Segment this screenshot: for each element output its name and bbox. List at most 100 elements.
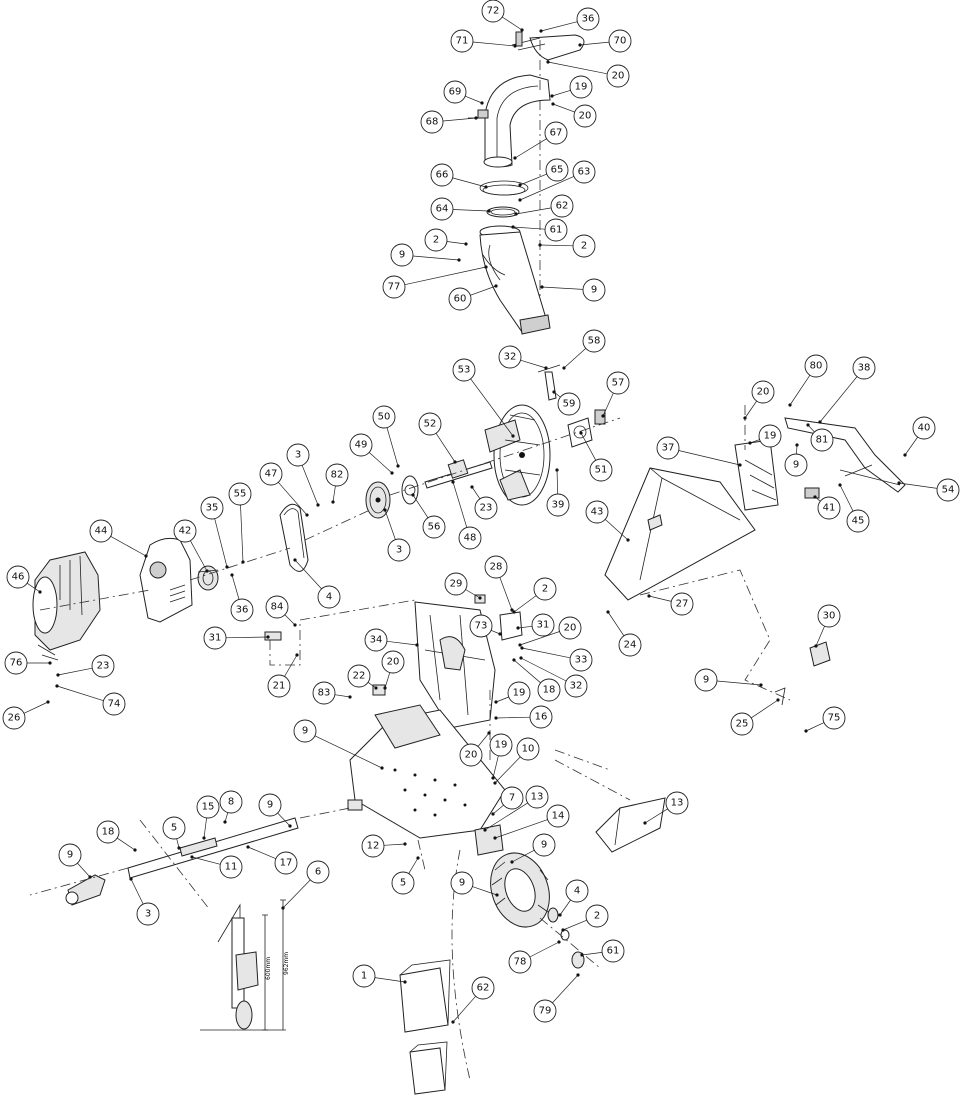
callout-leader-dot [518,183,522,187]
callout-leader-dot [555,468,559,472]
part-callout: 71 [450,29,517,53]
chute-elbow [468,74,551,168]
part-callout: 17 [246,845,298,875]
callout-circle [448,287,472,311]
bearing-right [567,409,606,448]
callout-number: 6 [315,867,321,878]
callout-circle [317,585,341,609]
callout-circle [361,834,385,858]
callout-number: 19 [513,688,526,699]
callout-leader [551,89,571,97]
part-callout: 14 [493,804,570,840]
callout-number: 37 [662,443,675,454]
callout-leader-dot [814,644,818,648]
callout-number: 80 [810,361,823,372]
callout-number: 70 [614,36,627,47]
callout-number: 26 [8,713,21,724]
callout-leader [512,226,546,230]
callout-number: 20 [757,387,770,398]
callout-circle [606,371,630,395]
stop-switch [774,641,831,706]
callout-leader-dot [544,366,548,370]
part-callout: 25 [730,698,780,736]
callout-leader-dot [295,653,299,657]
callout-leader [452,209,490,212]
callout-number: 2 [581,241,587,252]
callout-leader [278,482,308,516]
callout-leader [556,469,559,495]
callout-circle [469,614,493,638]
callout-number: 9 [793,460,799,471]
callout-number: 36 [582,14,595,25]
callout-circle [444,572,468,596]
callout-number: 3 [396,545,402,556]
callout-leader [607,611,625,636]
callout-circle [558,616,582,640]
callout-circle [381,650,405,674]
callout-number: 40 [918,423,931,434]
callout-leader-dot [903,453,907,457]
callout-number: 35 [206,503,219,514]
callout-number: 2 [433,235,439,246]
callout-leader [214,518,228,568]
callout-leader [367,682,377,689]
callout-number: 61 [607,946,620,957]
callout-leader [386,427,399,467]
part-callout: 69 [443,80,484,105]
callout-number: 66 [436,170,449,181]
part-callout: 16 [494,705,553,729]
callout-leader-dot [380,766,384,770]
belt-guard [139,537,193,623]
callout-number: 9 [67,850,73,861]
callout-leader-dot [540,285,544,289]
callout-circle [730,712,754,736]
callout-number: 12 [367,841,380,852]
callout-number: 72 [487,6,500,17]
callout-number: 14 [552,811,565,822]
callout-leader [514,138,547,159]
callout-leader-dot [552,390,556,394]
callout-leader [678,450,741,466]
callout-leader-dot [601,414,605,418]
part-callout: 32 [519,656,588,698]
part-callout: 9 [540,278,606,302]
callout-leader [57,667,93,676]
part-callout: 43 [585,500,630,542]
part-callout: 20 [459,731,491,767]
callout-leader [751,699,779,719]
callout-leader-dot [838,483,842,487]
callout-number: 41 [823,503,836,514]
callout-leader-dot [46,700,50,704]
callout-leader-dot [759,683,763,687]
callout-leader [452,177,487,188]
callout-leader [602,392,614,417]
callout-circle [96,820,120,844]
callout-number: 67 [550,128,563,139]
callout-leader [513,595,537,613]
part-callout: 35 [200,496,229,569]
callout-number: 9 [591,285,597,296]
callout-circle [4,651,28,675]
callout-leader [240,504,244,563]
callout-leader-dot [557,940,561,944]
part-callout: 9 [450,871,499,897]
callout-number: 34 [370,635,383,646]
callout-number: 38 [858,363,871,374]
callout-number: 56 [428,522,441,533]
part-callout: 61 [580,939,625,963]
part-callout: 74 [55,684,126,716]
callout-leader [898,482,938,489]
part-callout: 23 [470,485,498,520]
callout-number: 9 [459,878,465,889]
callout-leader-dot [804,729,808,733]
callout-number: 30 [823,611,836,622]
part-callout: 19 [494,681,531,705]
callout-number: 75 [828,713,841,724]
callout-circle [545,158,569,182]
callout-leader [225,636,269,639]
svg-text:600mm: 600mm [265,957,272,980]
callout-circle [259,462,283,486]
part-callout: 62 [451,976,495,1024]
callout-number: 62 [477,983,490,994]
callout-leader [494,819,548,839]
